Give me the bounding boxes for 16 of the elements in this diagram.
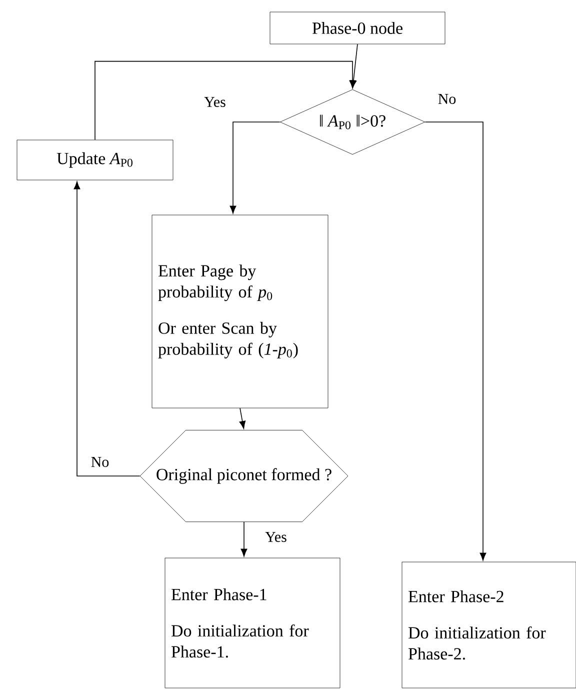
arrow — [424, 122, 486, 561]
edge-label: No — [436, 93, 458, 105]
arrow — [74, 181, 140, 476]
decision-hexagon: Original piconet formed ? — [140, 430, 348, 522]
process-box: Enter Page by probability of p$_{0}$ Or enter Scan by probability of (1-p$_{0}$) — [152, 214, 328, 408]
process-box: Update A$_{P0}$ — [16, 140, 174, 180]
arrow — [239, 408, 246, 429]
arrow — [94, 60, 356, 140]
arrow — [230, 122, 280, 214]
process-box: Enter Phase-1 Do initialization for Phase-1. — [164, 558, 340, 688]
process-box: Enter Phase-2 Do initialization for Phase-2. — [402, 562, 576, 688]
edge-label: Yes — [203, 96, 227, 108]
process-box: Phase-0 node — [270, 12, 446, 44]
edge-label: No — [90, 456, 110, 468]
edge-label: Yes — [264, 531, 288, 543]
arrow — [240, 522, 248, 557]
